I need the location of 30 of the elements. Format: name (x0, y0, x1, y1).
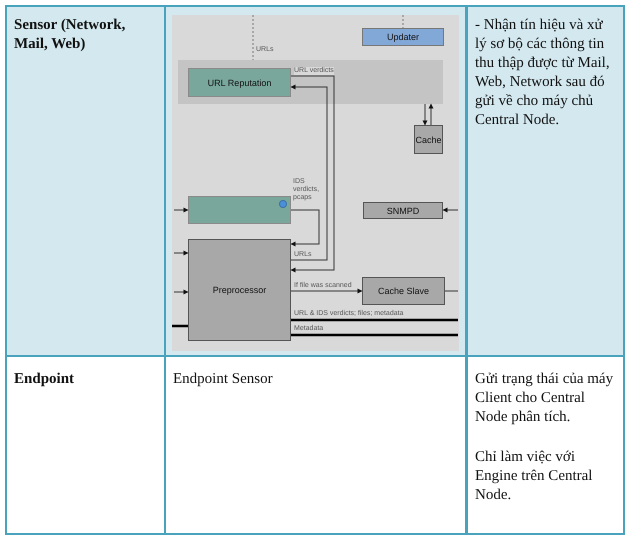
arrow (290, 76, 334, 272)
process-box: Preprocessor (188, 239, 291, 341)
arrow (174, 290, 188, 294)
process-box: Cache (414, 125, 443, 154)
cell-text: Endpoint Sensor (173, 370, 274, 389)
process-box (188, 196, 291, 224)
group-band (178, 60, 443, 104)
arrow (442, 208, 458, 212)
cell-text: - Nhận tín hiệu và xử lý sơ bộ các thông tin thu thập được từ Mail, Web, Network sau đó gửi về cho máy chủ Central Node. (475, 16, 611, 130)
process-box: Cache Slave (362, 277, 445, 305)
connector-line (291, 318, 458, 322)
cell-text: Gửi trạng thái của máy Client cho Central Node phân tích. (475, 370, 614, 427)
arrow (290, 210, 320, 246)
process-box: Updater (362, 28, 444, 46)
connector-line (402, 14, 404, 28)
connector-line (444, 290, 458, 292)
process-box: SNMPD (363, 202, 443, 219)
cell-text: Chỉ làm việc với Engine trên Central Node. (475, 448, 594, 505)
connector-line (172, 324, 188, 328)
connector-line (291, 334, 458, 336)
arrow (422, 104, 428, 126)
arrow (174, 250, 188, 256)
row-header: Sensor (Network, Mail, Web) (14, 16, 126, 54)
row-header: Endpoint (14, 370, 76, 389)
arrow (290, 84, 328, 260)
arrow (428, 104, 434, 126)
connector-line (252, 14, 254, 60)
arrow (290, 288, 362, 294)
arrow (174, 208, 188, 212)
process-box: URL Reputation (188, 68, 291, 97)
